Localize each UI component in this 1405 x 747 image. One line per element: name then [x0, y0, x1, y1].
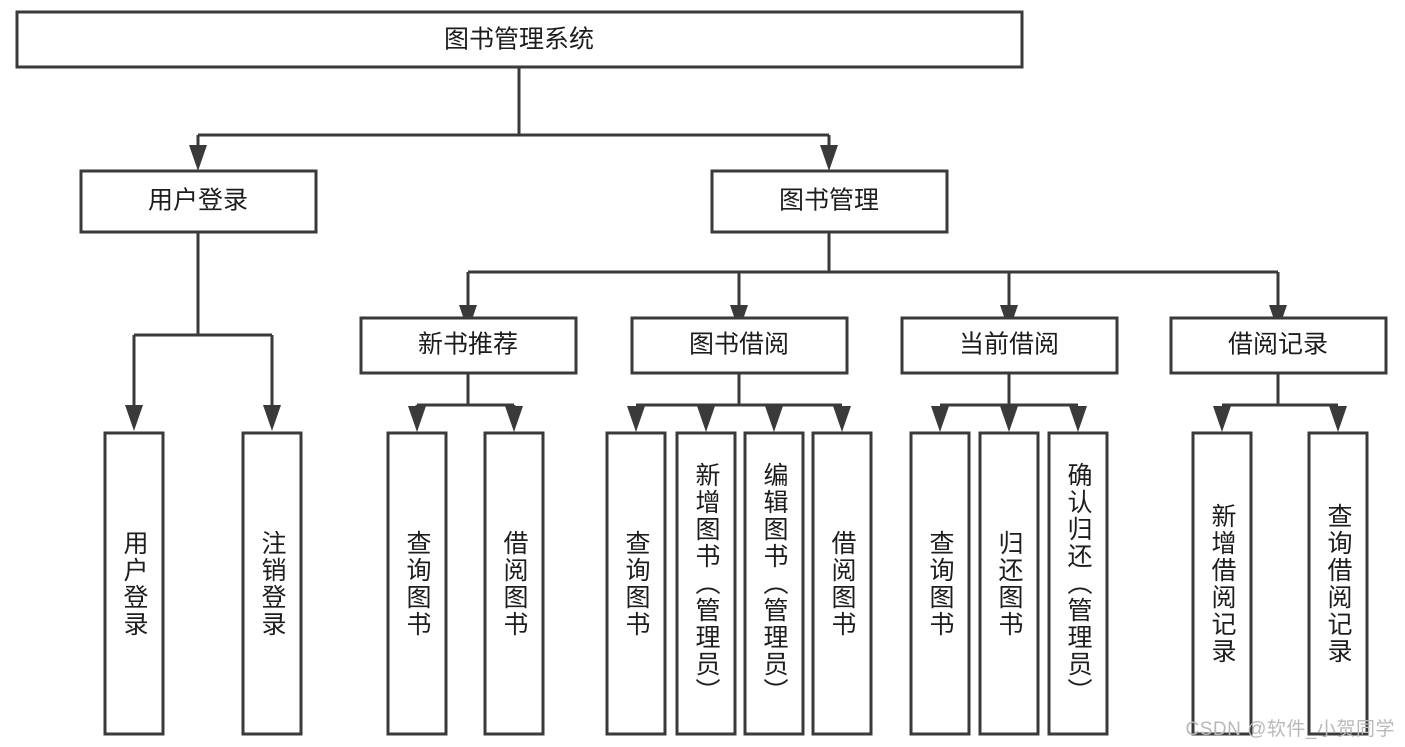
node-current-borrow[interactable]: 当前借阅 — [900, 316, 1119, 375]
node-new-book-rec-label: 新书推荐 — [418, 331, 518, 359]
node-borrow-record-box[interactable] — [1169, 316, 1388, 375]
node-book-manage-label: 图书管理 — [779, 187, 879, 215]
node-new-book-rec-box[interactable] — [359, 316, 578, 375]
node-current-borrow-box[interactable] — [900, 316, 1119, 375]
arrowhead-book-manage — [820, 145, 838, 171]
node-book-borrow[interactable]: 图书借阅 — [630, 316, 849, 375]
leaf-box-borrow-record-1[interactable] — [1191, 431, 1253, 736]
arrowhead-leaf-borrowrecord-1 — [1213, 406, 1231, 432]
leaf-box-borrow-record-2[interactable] — [1307, 431, 1369, 736]
arrowhead-leaf-currentborrow-1 — [931, 406, 949, 432]
node-user-login[interactable]: 用户登录 — [79, 169, 318, 234]
arrowhead-leaf-user-login-1 — [125, 405, 143, 431]
connectors-group — [125, 67, 1347, 432]
node-root[interactable]: 图书管理系统 — [15, 10, 1024, 69]
leaf-box-book-borrow-1[interactable] — [605, 431, 667, 736]
leaf-box-book-borrow-2[interactable] — [675, 431, 737, 736]
leaf-box-new-book-2[interactable] — [483, 431, 545, 736]
leaf-box-current-borrow-1[interactable] — [909, 431, 971, 736]
arrowhead-leaf-bookborrow-1 — [627, 406, 645, 432]
arrowhead-leaf-bookborrow-2 — [697, 406, 715, 432]
node-book-manage-box[interactable] — [710, 169, 949, 234]
node-book-borrow-label: 图书借阅 — [689, 331, 789, 359]
arrowhead-leaf-bookborrow-3 — [765, 406, 783, 432]
node-user-login-label: 用户登录 — [148, 187, 248, 215]
node-root-box[interactable] — [15, 10, 1024, 69]
leaf-box-book-borrow-4[interactable] — [811, 431, 873, 736]
node-root-label: 图书管理系统 — [444, 26, 594, 54]
arrowhead-leaf-bookborrow-4 — [833, 406, 851, 432]
arrowhead-leaf-newbook-2 — [505, 406, 523, 432]
leaf-box-current-borrow-3[interactable] — [1047, 431, 1109, 736]
leaf-box-new-book-1[interactable] — [386, 431, 448, 736]
csdn-watermark: CSDN @软件_小贺同学 — [1185, 719, 1395, 740]
leaf-box-user-login-2[interactable] — [241, 431, 303, 736]
node-borrow-record-label: 借阅记录 — [1228, 331, 1328, 359]
node-current-borrow-label: 当前借阅 — [959, 331, 1059, 359]
node-book-borrow-box[interactable] — [630, 316, 849, 375]
node-user-login-box[interactable] — [79, 169, 318, 234]
node-book-manage[interactable]: 图书管理 — [710, 169, 949, 234]
arrowhead-user-login — [189, 145, 207, 171]
arrowhead-leaf-currentborrow-3 — [1069, 406, 1087, 432]
leaf-boxes-group — [103, 431, 1369, 736]
leaf-box-user-login-1[interactable] — [103, 431, 165, 736]
arrowhead-leaf-newbook-1 — [408, 406, 426, 432]
arrowhead-leaf-currentborrow-2 — [1000, 406, 1018, 432]
leaf-box-current-borrow-2[interactable] — [978, 431, 1040, 736]
leaf-box-book-borrow-3[interactable] — [743, 431, 805, 736]
node-borrow-record[interactable]: 借阅记录 — [1169, 316, 1388, 375]
arrowhead-leaf-user-login-2 — [263, 405, 281, 431]
node-new-book-rec[interactable]: 新书推荐 — [359, 316, 578, 375]
arrowhead-leaf-borrowrecord-2 — [1329, 406, 1347, 432]
